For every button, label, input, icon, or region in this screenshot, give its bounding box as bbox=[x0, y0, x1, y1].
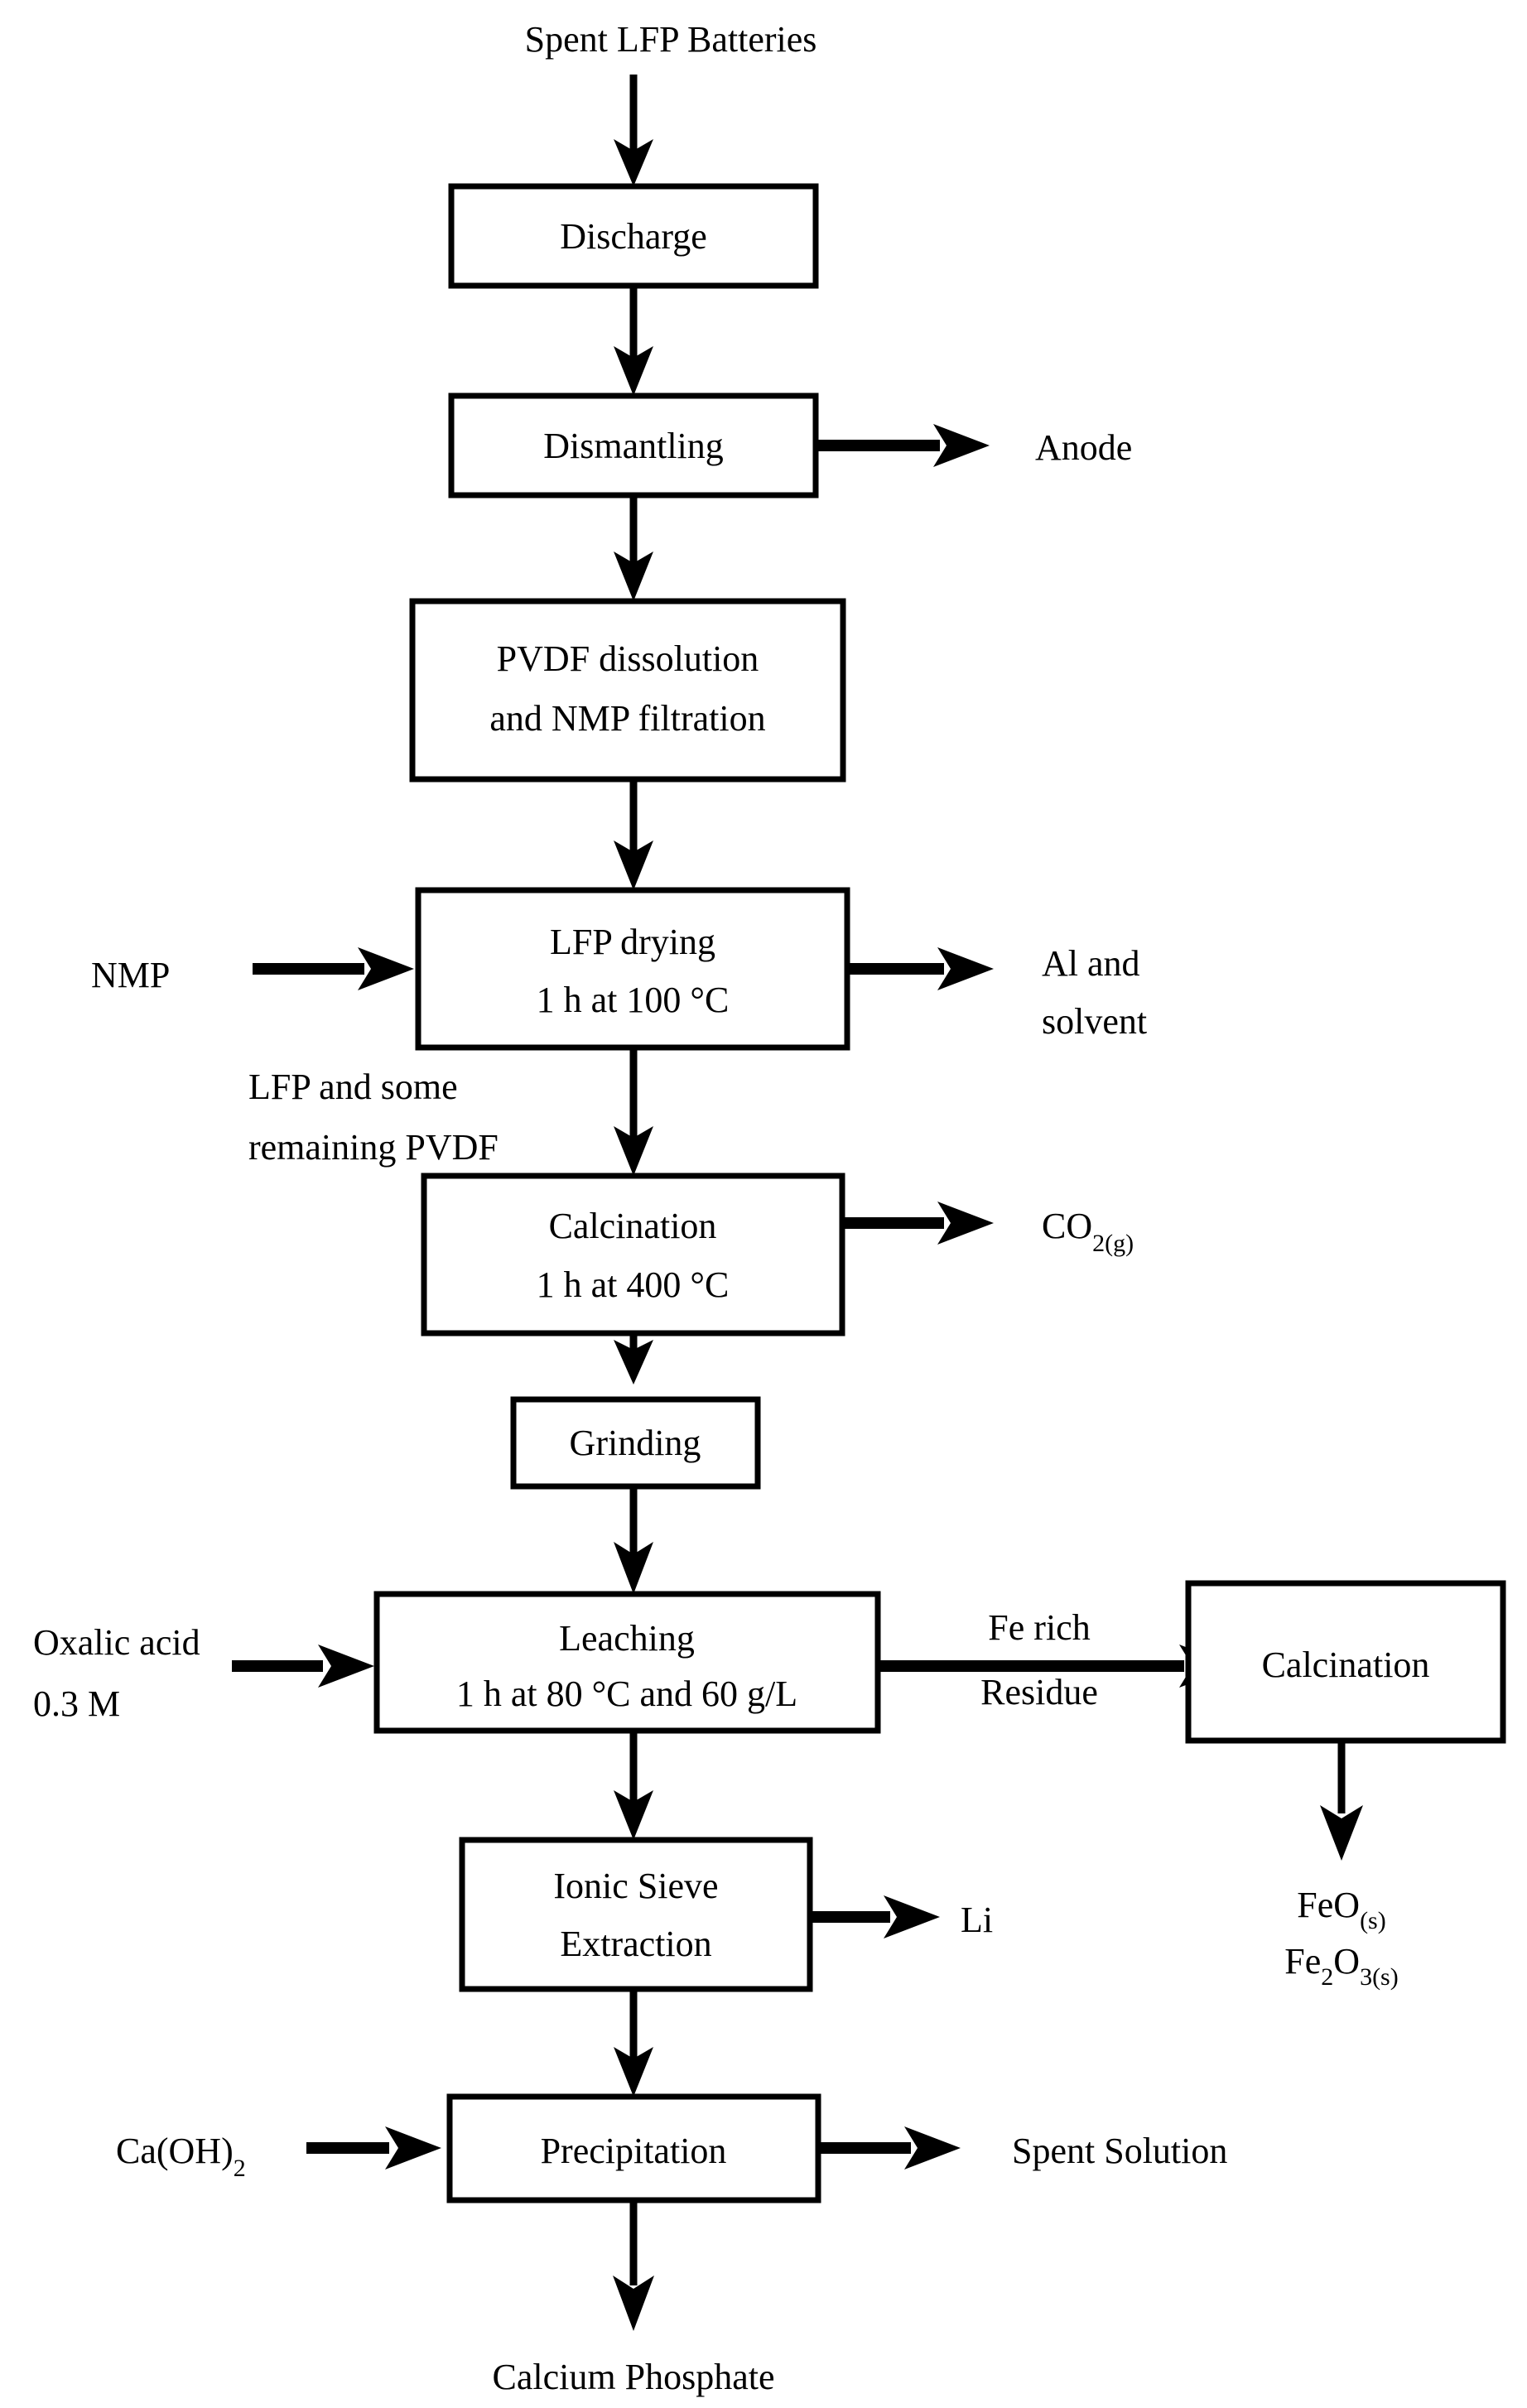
arrow-input-to-discharge bbox=[614, 75, 653, 186]
node-lfp-drying-label-line1: LFP drying bbox=[550, 922, 715, 962]
arrow-pvdf-to-lfp-drying bbox=[614, 779, 653, 890]
node-calcination-residue-label: Calcination bbox=[1262, 1645, 1430, 1685]
arrow-oxalic-acid-to-leaching bbox=[232, 1645, 374, 1688]
fe2o3-formula-sub-2: 2 bbox=[1321, 1963, 1333, 1991]
node-discharge-label: Discharge bbox=[560, 216, 707, 257]
output-label-calcium-phosphate: Calcium Phosphate bbox=[493, 2357, 775, 2397]
node-ionic-sieve-extraction[interactable]: Ionic Sieve Extraction bbox=[459, 1837, 813, 1992]
node-leaching-label-line1: Leaching bbox=[559, 1618, 695, 1659]
node-dismantling-label: Dismantling bbox=[543, 426, 724, 466]
node-calcination-400-label-line2: 1 h at 400 °C bbox=[537, 1264, 730, 1305]
node-pvdf-dissolution-label-line1: PVDF dissolution bbox=[497, 638, 759, 679]
calcium-hydroxide-formula-subscript: 2 bbox=[234, 2155, 246, 2182]
output-label-feo: FeO(s) bbox=[1297, 1885, 1385, 1934]
node-leaching-label-line2: 1 h at 80 °C and 60 g/L bbox=[456, 1674, 797, 1714]
arrow-grinding-to-leaching bbox=[614, 1486, 653, 1594]
edge-label-lfp-remaining-pvdf-line1: LFP and some bbox=[248, 1067, 458, 1107]
arrow-calcium-hydroxide-to-precipitation bbox=[306, 2126, 441, 2170]
node-ionic-sieve-label-line1: Ionic Sieve bbox=[553, 1866, 718, 1906]
arrow-precipitation-to-spent-solution bbox=[818, 2126, 961, 2170]
arrow-calcination-400-to-grinding bbox=[614, 1333, 653, 1385]
arrow-discharge-to-dismantling bbox=[614, 286, 653, 396]
co2-formula-subscript: 2(g) bbox=[1092, 1230, 1134, 1257]
calcium-hydroxide-formula-base: Ca(OH) bbox=[116, 2131, 234, 2171]
node-grinding-label: Grinding bbox=[570, 1423, 701, 1463]
node-precipitation-label: Precipitation bbox=[541, 2131, 727, 2171]
node-lfp-drying[interactable]: LFP drying 1 h at 100 °C bbox=[415, 887, 850, 1051]
arrow-dismantling-to-anode bbox=[816, 424, 990, 467]
input-label-oxalic-acid-line1: Oxalic acid bbox=[33, 1622, 200, 1663]
arrow-lfp-drying-to-al-solvent bbox=[847, 947, 994, 990]
node-ionic-sieve-label-line2: Extraction bbox=[560, 1924, 711, 1964]
input-label-nmp: NMP bbox=[91, 955, 170, 995]
node-pvdf-dissolution-label-line2: and NMP filtration bbox=[489, 698, 765, 739]
arrow-calcination-residue-to-iron-oxides bbox=[1320, 1741, 1363, 1861]
arrow-calcination-400-to-co2 bbox=[842, 1202, 994, 1245]
arrow-ionic-sieve-to-lithium bbox=[810, 1895, 940, 1938]
feo-formula-subscript: (s) bbox=[1360, 1907, 1386, 1934]
node-grinding[interactable]: Grinding bbox=[510, 1396, 761, 1490]
fe2o3-formula-o: O bbox=[1333, 1941, 1360, 1982]
arrow-lfp-drying-to-calcination-400 bbox=[614, 1047, 653, 1176]
node-precipitation[interactable]: Precipitation bbox=[446, 2093, 821, 2203]
node-calcination-400[interactable]: Calcination 1 h at 400 °C bbox=[421, 1173, 845, 1336]
output-label-co2: CO2(g) bbox=[1042, 1206, 1134, 1257]
arrow-precipitation-to-calcium-phosphate bbox=[613, 2200, 654, 2331]
arrow-dismantling-to-pvdf bbox=[614, 495, 653, 601]
output-label-spent-solution: Spent Solution bbox=[1012, 2131, 1227, 2171]
node-leaching[interactable]: Leaching 1 h at 80 °C and 60 g/L bbox=[373, 1591, 881, 1734]
output-label-al-and-solvent-line2: solvent bbox=[1042, 1001, 1147, 1042]
node-pvdf-dissolution[interactable]: PVDF dissolution and NMP filtration bbox=[409, 598, 846, 783]
fe2o3-formula-sub-3s: 3(s) bbox=[1360, 1963, 1399, 1991]
output-label-fe2o3: Fe2O3(s) bbox=[1284, 1941, 1398, 1991]
co2-formula-base: CO bbox=[1042, 1206, 1092, 1246]
arrow-leaching-to-ionic-sieve bbox=[614, 1731, 653, 1840]
arrow-ionic-sieve-to-precipitation bbox=[614, 1989, 653, 2097]
node-calcination-residue[interactable]: Calcination bbox=[1185, 1580, 1506, 1744]
input-label-calcium-hydroxide: Ca(OH)2 bbox=[116, 2131, 246, 2182]
output-label-anode: Anode bbox=[1035, 427, 1132, 468]
input-label-spent-lfp-batteries: Spent LFP Batteries bbox=[525, 19, 817, 60]
edge-label-lfp-remaining-pvdf-line2: remaining PVDF bbox=[248, 1127, 499, 1168]
edge-label-fe-rich-residue-line1: Fe rich bbox=[988, 1607, 1090, 1648]
fe2o3-formula-fe: Fe bbox=[1284, 1941, 1321, 1982]
node-lfp-drying-label-line2: 1 h at 100 °C bbox=[537, 980, 730, 1020]
input-label-oxalic-acid-line2: 0.3 M bbox=[33, 1683, 120, 1724]
edge-label-fe-rich-residue-line2: Residue bbox=[980, 1672, 1098, 1712]
node-discharge[interactable]: Discharge bbox=[448, 183, 819, 289]
node-dismantling[interactable]: Dismantling bbox=[448, 393, 819, 498]
output-label-al-and-solvent-line1: Al and bbox=[1042, 943, 1140, 984]
arrow-nmp-to-lfp-drying bbox=[253, 947, 414, 990]
node-calcination-400-label-line1: Calcination bbox=[549, 1206, 717, 1246]
feo-formula-base: FeO bbox=[1297, 1885, 1360, 1925]
output-label-lithium: Li bbox=[961, 1900, 993, 1940]
